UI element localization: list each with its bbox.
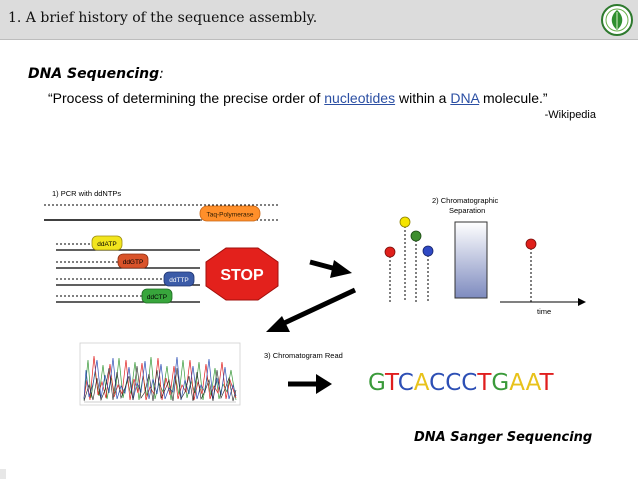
sequence-base: G xyxy=(491,370,510,396)
sequence-base: C xyxy=(445,370,462,396)
time-axis xyxy=(500,238,586,306)
slide-title: 1. A brief history of the sequence assem… xyxy=(8,10,318,26)
step2-label: 2) Chromatographic xyxy=(432,196,499,205)
sequence-base: A xyxy=(509,370,526,396)
leaf-logo-icon xyxy=(601,4,633,36)
svg-text:ddGTP: ddGTP xyxy=(123,259,144,266)
arrow-right-icon xyxy=(309,259,352,278)
svg-text:ddTTP: ddTTP xyxy=(169,277,189,284)
separation-column xyxy=(454,221,488,299)
sequence-base: T xyxy=(385,370,398,396)
separation-dots xyxy=(384,216,434,302)
definition-quote: “Process of determining the precise orde… xyxy=(48,90,548,106)
svg-text:ddATP: ddATP xyxy=(97,241,116,248)
time-label: time xyxy=(537,307,551,316)
sequence-base: T xyxy=(539,370,554,396)
definition-heading: DNA Sequencing: xyxy=(28,66,164,82)
sequence-base: C xyxy=(461,370,478,396)
fragment-ddttp: ddTTP xyxy=(56,271,200,287)
arrow-down-left-icon xyxy=(266,287,357,332)
title-bar: 1. A brief history of the sequence assem… xyxy=(0,0,638,40)
sequence-base: A xyxy=(413,370,430,396)
taq-polymerase: Taq-Polymerase xyxy=(199,205,261,222)
sequence-base: C xyxy=(429,370,446,396)
sequence-base: T xyxy=(477,370,492,396)
chromatogram-plot xyxy=(79,342,241,406)
svg-text:STOP: STOP xyxy=(220,267,264,284)
definition-source: -Wikipedia xyxy=(544,109,596,121)
dna-link[interactable]: DNA xyxy=(450,90,480,106)
sequence-base: C xyxy=(397,370,414,396)
arrow-right-icon-2 xyxy=(288,374,332,394)
svg-text:Taq-Polymerase: Taq-Polymerase xyxy=(207,212,254,219)
fragment-ddgtp: ddGTP xyxy=(56,253,200,269)
fragment-ddatp: ddATP xyxy=(56,235,200,251)
step1-label: 1) PCR with ddNTPs xyxy=(52,189,121,198)
sequence-read: GTCACCCTGAAT xyxy=(368,370,554,396)
sequence-base: A xyxy=(525,370,540,396)
slide-corner xyxy=(0,469,6,479)
stop-sign-icon: STOP xyxy=(205,247,279,301)
step3-label: 3) Chromatogram Read xyxy=(264,351,343,360)
step2-label-line2: Separation xyxy=(449,206,485,215)
sequence-base: G xyxy=(368,370,386,396)
fragment-ddctp: ddCTP xyxy=(56,288,200,304)
nucleotides-link[interactable]: nucleotides xyxy=(324,90,396,106)
svg-text:ddCTP: ddCTP xyxy=(147,294,167,301)
sanger-caption: DNA Sanger Sequencing xyxy=(414,430,593,445)
